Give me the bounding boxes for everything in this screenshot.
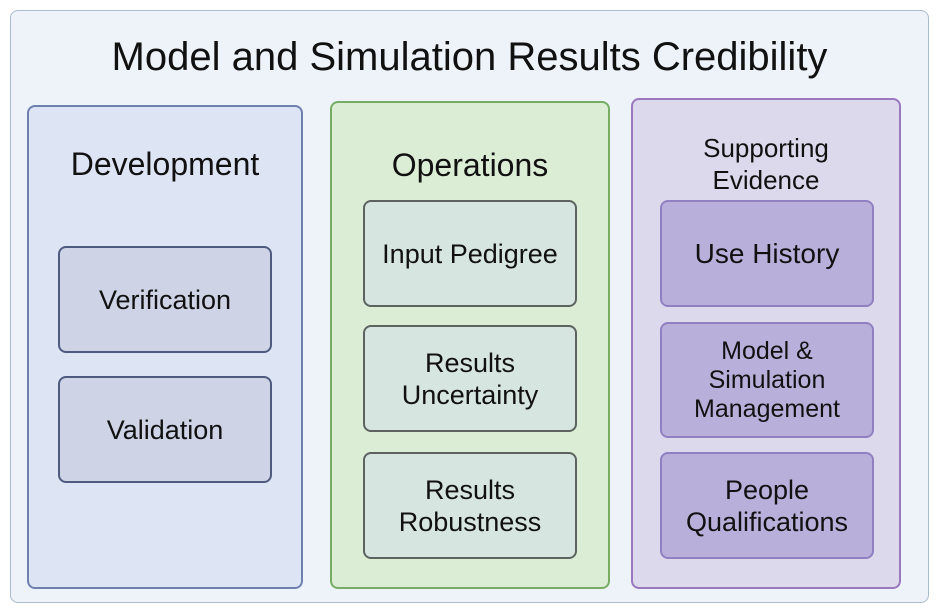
operations-column: Operations Input Pedigree Results Uncert…: [330, 101, 610, 589]
operations-title: Operations: [391, 147, 549, 183]
use-history-label: Use History: [694, 238, 840, 269]
people-qualifications-label: People Qualifications: [685, 474, 849, 537]
supporting-evidence-title: Supporting Evidence: [633, 132, 899, 196]
use-history-box: Use History: [660, 200, 874, 307]
verification-label: Verification: [98, 284, 232, 315]
model-simulation-management-box: Model & Simulation Management: [660, 322, 874, 438]
development-title: Development: [70, 146, 260, 182]
diagram-title: Model and Simulation Results Credibility: [111, 35, 828, 79]
people-qualifications-box: People Qualifications: [660, 452, 874, 559]
supporting-evidence-title-text: Supporting Evidence: [703, 133, 829, 195]
model-simulation-management-label: Model & Simulation Management: [694, 336, 840, 423]
results-robustness-label: Results Robustness: [398, 474, 542, 537]
verification-box: Verification: [58, 246, 272, 353]
validation-label: Validation: [106, 414, 224, 445]
input-pedigree-box: Input Pedigree: [363, 200, 577, 307]
validation-box: Validation: [58, 376, 272, 483]
input-pedigree-label: Input Pedigree: [382, 238, 558, 269]
results-uncertainty-label: Results Uncertainty: [401, 347, 539, 410]
results-robustness-box: Results Robustness: [363, 452, 577, 559]
supporting-evidence-column: Supporting Evidence Use History Model & …: [631, 98, 901, 589]
development-column: Development Verification Validation: [27, 105, 303, 589]
results-uncertainty-box: Results Uncertainty: [363, 325, 577, 432]
